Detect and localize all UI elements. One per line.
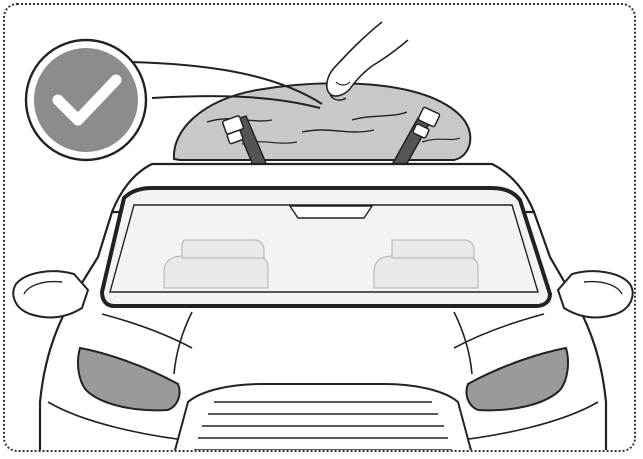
checkmark-icon [52,74,122,126]
grille [174,383,472,450]
right-side-mirror [556,270,634,319]
grille-slats [194,401,452,450]
right-strap [386,106,441,177]
right-seat [373,255,479,289]
rear-view-mirror [288,205,374,219]
car [12,162,634,450]
right-headlight [465,346,569,412]
hand [325,21,409,101]
left-strap [221,115,270,173]
car-roof-bag-illustration [12,21,634,450]
check-badge [24,38,148,162]
pointer-line-lower [151,95,321,109]
left-side-mirror [12,270,90,319]
pointer-line [129,61,323,105]
left-headlight [77,346,181,412]
left-seat [163,255,269,289]
illustration-frame [3,3,636,452]
